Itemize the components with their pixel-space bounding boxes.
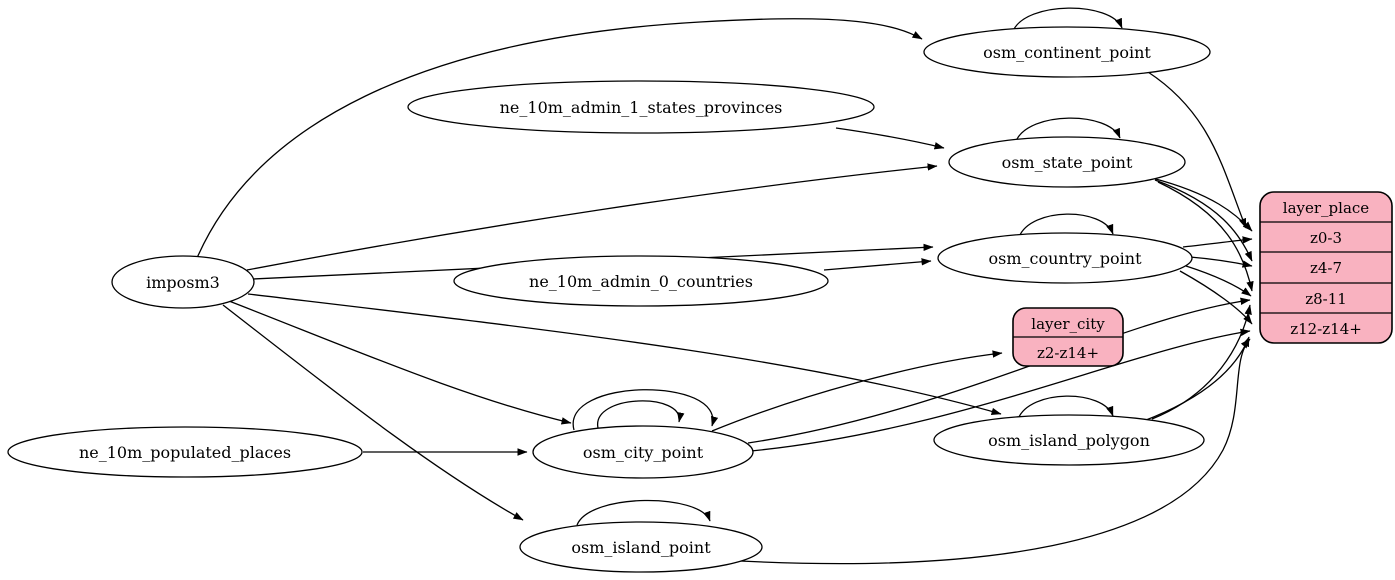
edge-osm_country_point-layer_place-z4-7 (1189, 256, 1253, 268)
imposm3-label: imposm3 (146, 273, 220, 292)
selfloop-osm_city_point-inner (597, 400, 685, 429)
layer_city-row-z2-z14: z2-z14+ (1037, 344, 1099, 362)
node-ne_10m_populated_places: ne_10m_populated_places (7, 426, 363, 478)
edge-osm_country_point-layer_place-z0-3 (1182, 236, 1253, 248)
osm_state_point-ellipse (948, 136, 1186, 188)
edge-osm_city_point-layer_city-z2-z14 (711, 350, 1003, 432)
osm_island_polygon-ellipse (933, 414, 1205, 466)
osm_country_point-ellipse (937, 232, 1193, 284)
layer_place-row-z4-7: z4-7 (1310, 259, 1342, 277)
node-osm_island_polygon: osm_island_polygon (933, 414, 1205, 466)
osm_country_point-label: osm_country_point (988, 249, 1142, 268)
edge-imposm3-osm_city_point (228, 300, 572, 425)
edge-imposm3-osm_continent_point (196, 18, 923, 259)
edge-imposm3-osm_state_point (246, 163, 938, 271)
osm_island_polygon-label: osm_island_polygon (988, 431, 1150, 450)
edge-ne_10m_admin_0_countries-osm_country_point (823, 258, 932, 271)
edge-osm_state_point-layer_place-z8-11 (1157, 181, 1254, 292)
edge-ne_10m_admin_1_states_provinces-osm_state_point (835, 127, 945, 150)
edge-imposm3-osm_island_point (222, 304, 524, 521)
osm_continent_point-label: osm_continent_point (983, 43, 1151, 62)
node-osm_island_point: osm_island_point (519, 521, 763, 573)
selfloop-osm_city_point-outer (572, 389, 719, 431)
node-ne_10m_admin_1_states_provinces: ne_10m_admin_1_states_provinces (407, 80, 875, 134)
edge-imposm3-osm_island_polygon (247, 293, 1002, 415)
edge-osm_state_point-layer_place-z0-3 (1151, 177, 1253, 232)
edge-osm_state_point-layer_place-z4-7 (1154, 179, 1253, 262)
ne_10m_admin_0_countries-ellipse (453, 255, 829, 307)
node-osm_continent_point: osm_continent_point (923, 26, 1211, 78)
node-ne_10m_admin_0_countries: ne_10m_admin_0_countries (453, 255, 829, 307)
node-osm_city_point: osm_city_point (532, 425, 754, 479)
edge-group (196, 7, 1254, 565)
node-osm_state_point: osm_state_point (948, 136, 1186, 188)
ne_10m_populated_places-ellipse (7, 426, 363, 478)
edge-osm_city_point-layer_place-z8-11 (747, 297, 1251, 444)
osm_city_point-ellipse (532, 425, 754, 479)
ne_10m_admin_1_states_provinces-label: ne_10m_admin_1_states_provinces (500, 98, 783, 117)
selfloop-osm_island_polygon (1017, 395, 1114, 420)
edge-osm_island_point-layer_place-z12-z14 (739, 338, 1251, 565)
node-imposm3: imposm3 (111, 255, 255, 309)
edge-osm_country_point-layer_place-z8-11 (1185, 265, 1252, 297)
selfloop-osm_country_point (1018, 213, 1114, 238)
selfloop-osm_state_point (1015, 117, 1121, 142)
selfloop-osm_continent_point (1012, 7, 1123, 32)
layer_place-header: layer_place (1283, 199, 1370, 217)
osm_continent_point-ellipse (923, 26, 1211, 78)
layer_place-row-z12-z14: z12-z14+ (1290, 320, 1362, 338)
layer_place-box (1259, 191, 1393, 344)
record-layer_city: layer_city z2-z14+ (1012, 307, 1124, 367)
edge-osm_city_point-layer_place-z12-z14 (750, 328, 1251, 452)
edge-osm_country_point-layer_place-z12-z14 (1179, 270, 1253, 325)
record-layer_place: layer_place z0-3 z4-7 z8-11 z12-z14+ (1259, 191, 1393, 344)
osm_state_point-label: osm_state_point (1002, 153, 1133, 172)
imposm3-ellipse (111, 255, 255, 309)
selfloop-osm_island_point (576, 499, 711, 526)
layer_place-row-z0-3: z0-3 (1310, 229, 1342, 247)
osm_city_point-label: osm_city_point (583, 443, 704, 462)
ne_10m_admin_0_countries-label: ne_10m_admin_0_countries (529, 272, 753, 291)
layer_city-header: layer_city (1031, 315, 1105, 333)
layer_place-row-z8-11: z8-11 (1305, 290, 1347, 308)
edge-osm_continent_point-layer_place-z0-3 (1147, 71, 1247, 229)
node-osm_country_point: osm_country_point (937, 232, 1193, 284)
osm_island_point-label: osm_island_point (571, 538, 711, 557)
ne_10m_admin_1_states_provinces-ellipse (407, 80, 875, 134)
osm_island_point-ellipse (519, 521, 763, 573)
ne_10m_populated_places-label: ne_10m_populated_places (79, 443, 291, 462)
